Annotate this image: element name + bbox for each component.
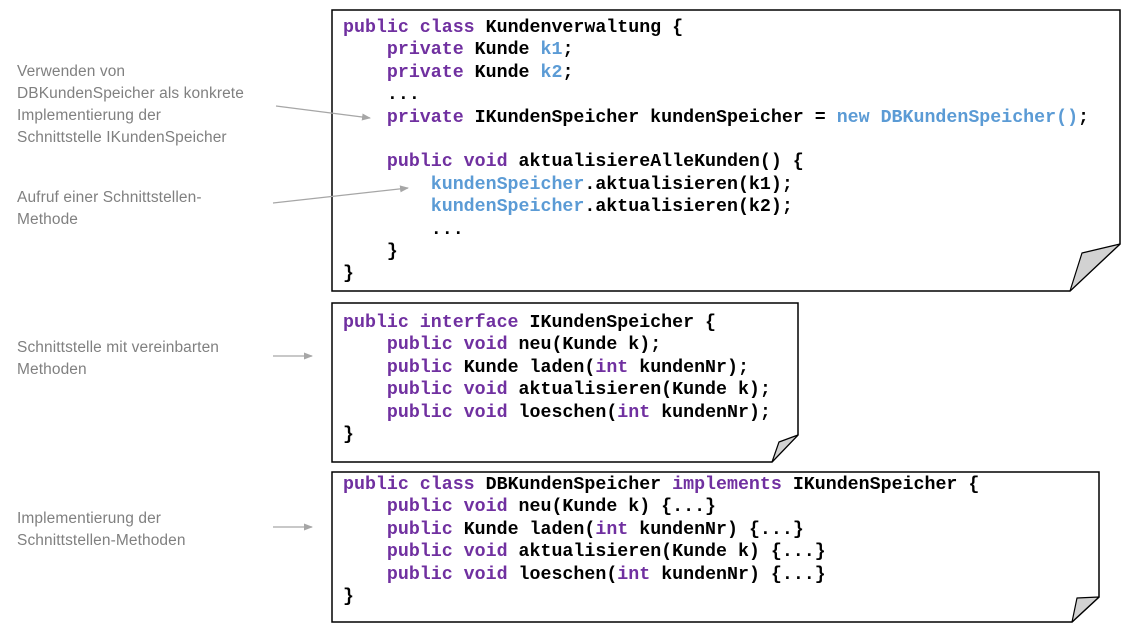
code-note-ikundenspeicher	[331, 302, 799, 463]
folded-corner-icon	[1069, 243, 1121, 292]
code-block-dbkundenspeicher: public class DBKundenSpeicher implements…	[343, 475, 980, 607]
annotation-aufruf-schnittstellen-methode: Aufruf einer Schnittstellen-Methode	[17, 189, 202, 228]
code-block-ikundenspeicher: public interface IKundenSpeicher { publi…	[343, 313, 771, 445]
folded-corner-icon	[771, 434, 799, 463]
folded-corner-icon	[1071, 596, 1100, 623]
code-note-dbkundenspeicher	[331, 471, 1100, 623]
code-note-kundenverwaltung	[331, 9, 1121, 292]
code-block-kundenverwaltung: public class Kundenverwaltung { private …	[343, 18, 1090, 285]
